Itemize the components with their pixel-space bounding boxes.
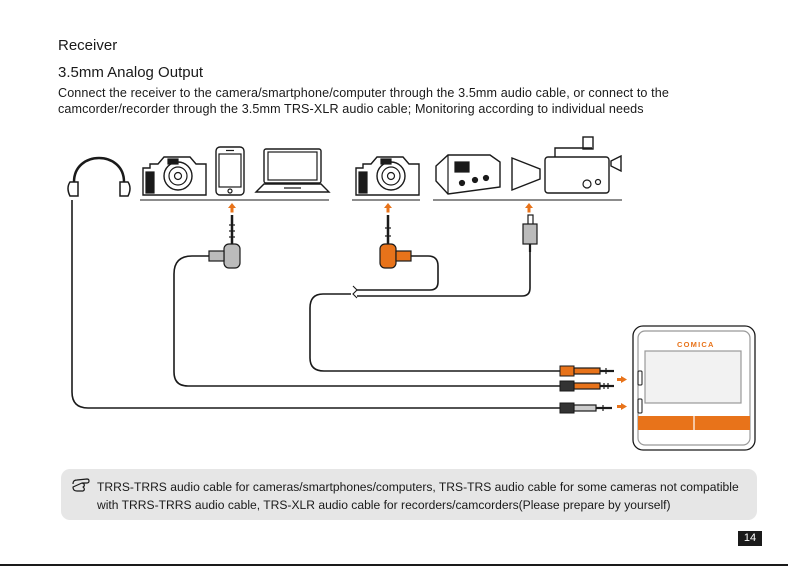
cable-break-mark [352,285,358,299]
receiver-device [632,325,756,451]
footer-rule [0,564,788,566]
trrs-cable [173,255,560,387]
camcorder-icon [511,136,622,194]
laptop-icon [254,148,331,193]
trs-cable [357,255,439,291]
pointing-hand-icon [72,478,90,492]
audio-recorder-icon [435,154,501,195]
section-heading: Receiver [58,37,118,54]
trrs-plug-icon [208,215,241,269]
note-text: TRRS-TRRS audio cable for cameras/smartp… [97,480,739,512]
arrow-up-icon [384,203,392,213]
headphone-cable [71,200,560,409]
trs-plug-icon [559,365,614,377]
note-box: TRRS-TRRS audio cable for cameras/smartp… [61,469,757,520]
trrs-plug-icon [559,380,614,392]
arrow-up-icon [525,203,533,213]
trs-plug-icon [379,215,412,269]
description-paragraph: Connect the receiver to the camera/smart… [58,86,669,116]
xlr-cable [357,252,531,297]
xlr-plug-icon [522,214,538,252]
arrow-right-icon [617,403,627,410]
arrow-right-icon [617,376,627,383]
receiver-brand-logo: COMICA [677,340,715,349]
page-number: 14 [738,531,762,546]
arrow-up-icon [228,203,236,213]
headphone-plug-icon [559,402,612,414]
subsection-heading: 3.5mm Analog Output [58,64,204,81]
smartphone-icon [215,146,245,196]
camera-icon [355,156,420,196]
camera-icon [142,156,207,196]
headphones-icon [67,156,131,197]
merged-cable [309,293,560,372]
